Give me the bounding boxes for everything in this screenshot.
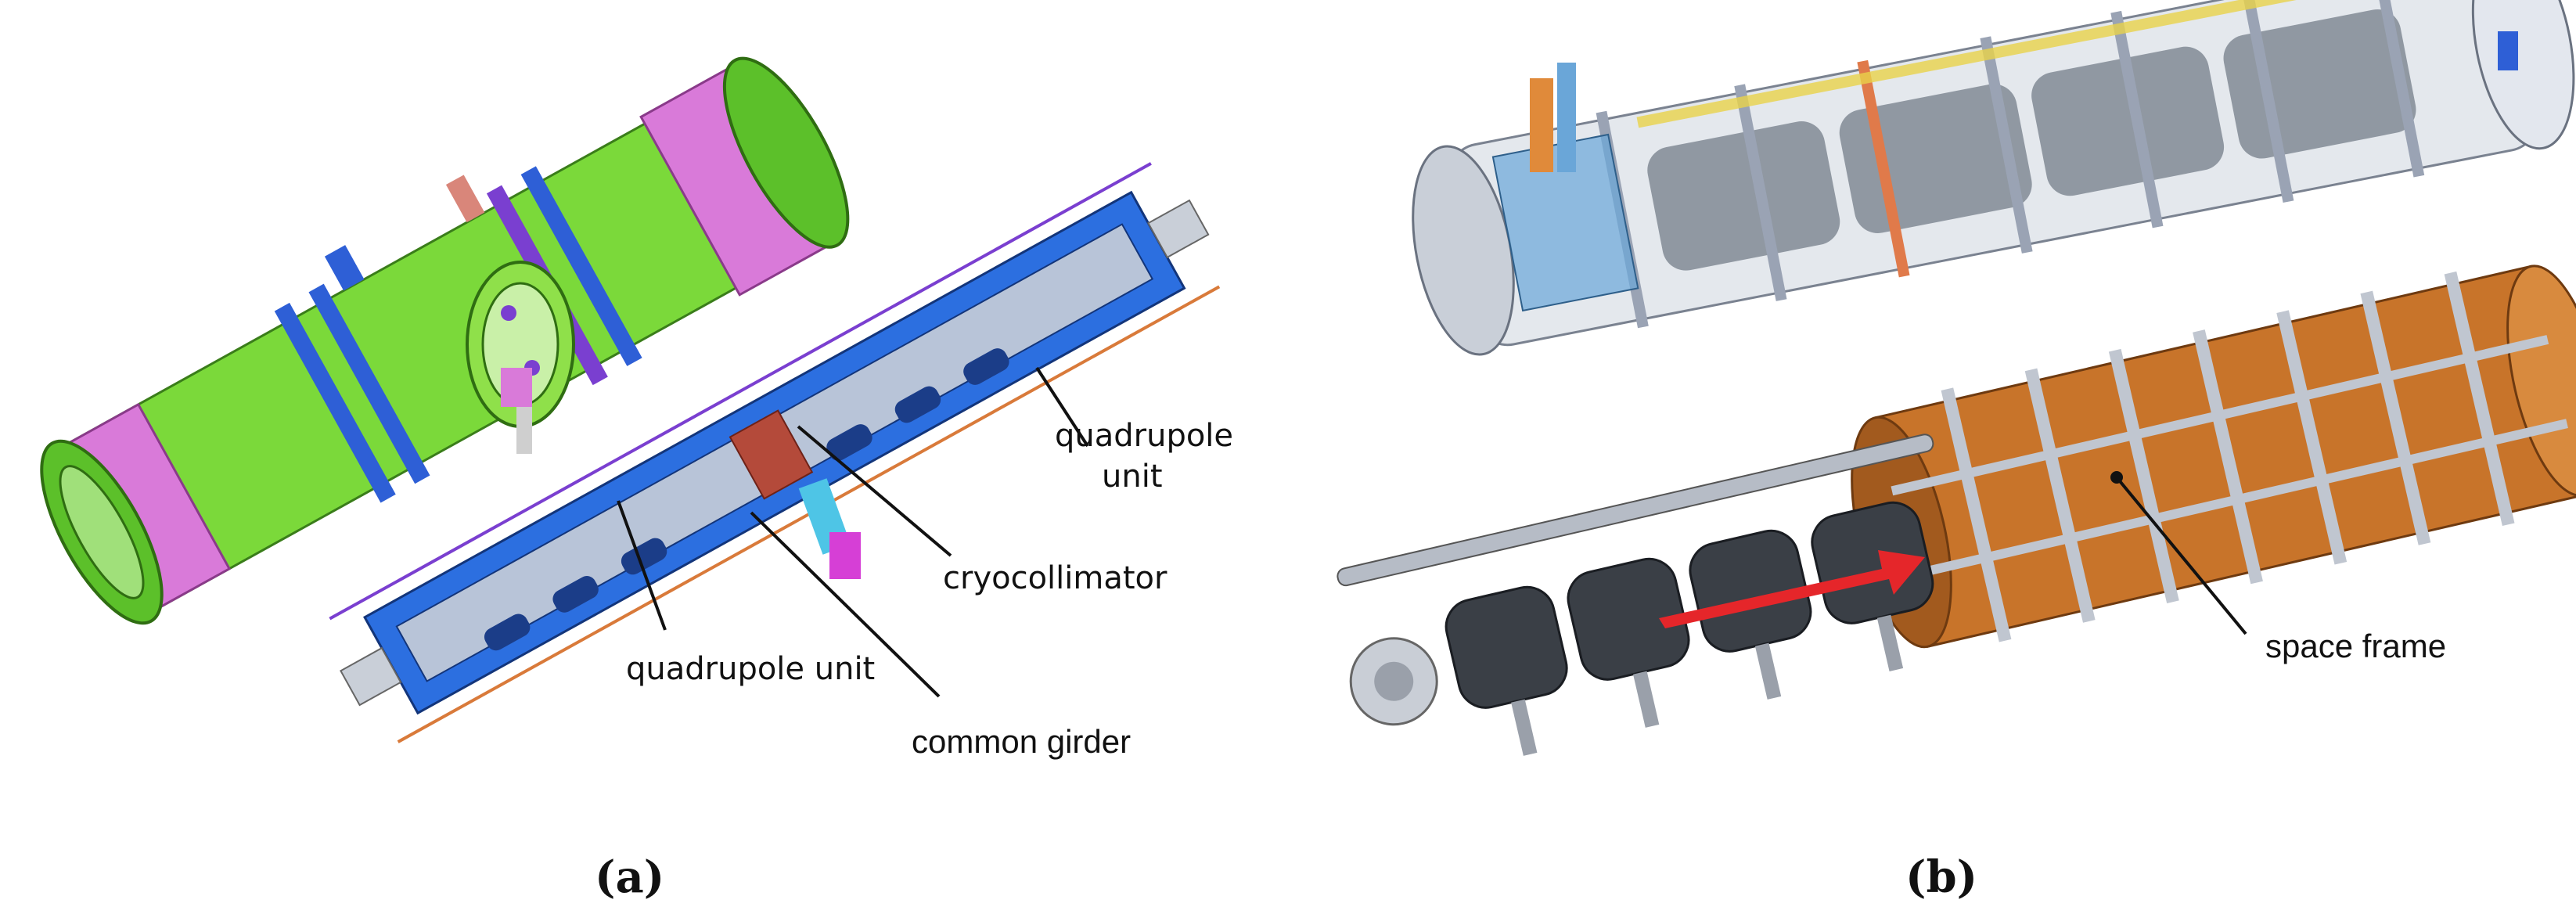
caption-a: (a) [595,851,664,903]
label-common-girder: common girder [912,723,1131,760]
cryostat-vessel [40,56,850,625]
vessel-turret [466,261,575,454]
leader-cryocollimator [797,425,952,557]
label-quadrupole-unit-top-line2: unit [1102,459,1163,495]
cryostat-transparent [1412,0,2575,356]
caption-b: (b) [1905,851,1977,903]
space-frame [1851,264,2576,649]
leader-quadrupole-unit-bottom [617,500,667,631]
leader-common-girder [750,511,941,698]
magnet-string [1337,434,1934,756]
leader-space-frame-dot [2110,471,2123,484]
leader-quadrupole-unit-top [1035,366,1089,448]
panel-b: space frame (b) [1337,0,2576,903]
leader-space-frame [2115,476,2247,635]
label-cryocollimator: cryocollimator [943,560,1167,596]
label-space-frame: space frame [2265,628,2446,664]
cold-mass-assembly [329,162,1221,743]
label-quadrupole-unit-bottom: quadrupole unit [626,651,875,687]
label-quadrupole-unit-top-line1: quadrupole [1055,418,1233,454]
insertion-arrow [1659,550,1925,628]
panel-a: quadrupole unit cryocollimator quadrupol… [40,56,1233,903]
cryocollimator-feed [798,478,861,579]
cryostat-chimney [1530,31,2518,172]
